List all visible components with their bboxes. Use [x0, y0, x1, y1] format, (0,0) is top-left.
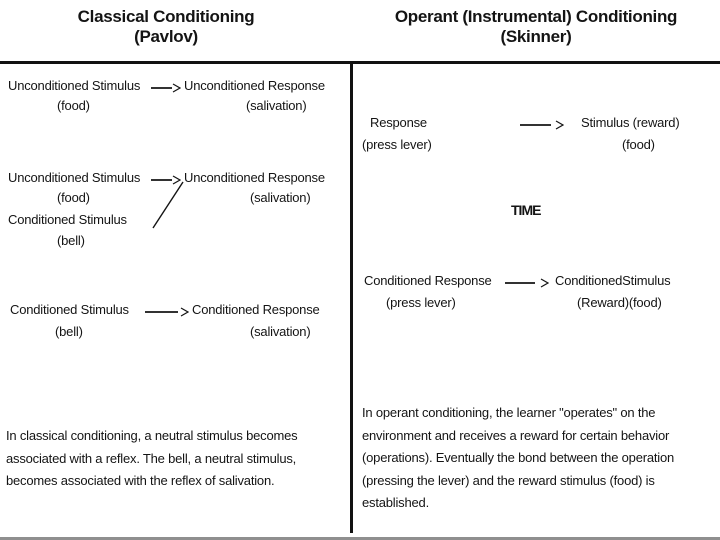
- bottom-edge-bar: [0, 537, 720, 540]
- classical-summary-paragraph: In classical conditioning, a neutral sti…: [6, 428, 298, 488]
- operant-summary-paragraph: In operant conditioning, the learner "op…: [362, 405, 675, 510]
- cstimulus-label: ConditionedStimulus: [555, 273, 671, 288]
- cs-example-2: (bell): [57, 233, 85, 248]
- cr-example-3: (salivation): [250, 324, 311, 339]
- right-arrow-icon: [151, 82, 181, 94]
- ucs-example-1: (food): [57, 98, 90, 113]
- ucr-example-1: (salivation): [246, 98, 307, 113]
- operant-header-subtitle: (Skinner): [500, 27, 572, 46]
- right-arrow-icon: [520, 119, 564, 131]
- cs-label-3: Conditioned Stimulus: [10, 302, 129, 317]
- cr-example: (press lever): [386, 295, 456, 310]
- right-arrow-icon: [145, 306, 189, 318]
- ucr-example-2: (salivation): [250, 190, 311, 205]
- ucs-label-2: Unconditioned Stimulus: [8, 170, 141, 185]
- classical-header-title: Classical Conditioning: [77, 7, 255, 26]
- stimulus-label-1: Stimulus (reward): [581, 115, 680, 130]
- vertical-divider: [350, 61, 353, 533]
- operant-header-title: Operant (Instrumental) Conditioning: [394, 7, 678, 26]
- ucr-label-2: Unconditioned Response: [184, 170, 325, 185]
- horizontal-divider: [0, 61, 720, 64]
- cstimulus-example: (Reward)(food): [577, 295, 662, 310]
- cs-label-2: Conditioned Stimulus: [8, 212, 127, 227]
- ucs-example-2: (food): [57, 190, 90, 205]
- diagonal-connector-line: [150, 179, 188, 231]
- right-arrow-icon: [505, 277, 549, 289]
- ucr-label-1: Unconditioned Response: [184, 78, 325, 93]
- cr-label: Conditioned Response: [364, 273, 492, 288]
- response-label-1: Response: [370, 115, 427, 130]
- response-example-1: (press lever): [362, 137, 432, 152]
- cr-label-3: Conditioned Response: [192, 302, 320, 317]
- classical-header-subtitle: (Pavlov): [134, 27, 198, 46]
- right-arrow-icon: [151, 174, 181, 186]
- stimulus-example-1: (food): [622, 137, 655, 152]
- time-label: TIME: [511, 202, 541, 218]
- cs-example-3: (bell): [55, 324, 83, 339]
- ucs-label-1: Unconditioned Stimulus: [8, 78, 141, 93]
